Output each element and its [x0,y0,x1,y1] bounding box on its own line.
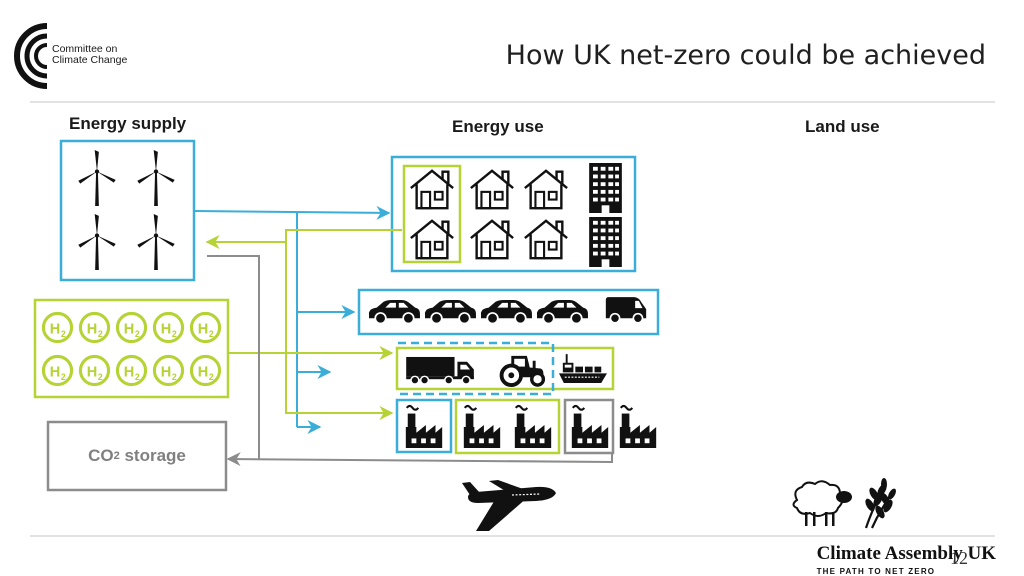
cars-box [357,288,660,336]
electricity-flows [193,205,391,434]
ship-icon [559,353,607,384]
van-icon [604,296,648,324]
logo-text: Committee on Climate Change [52,44,127,66]
logo-line-2: Climate Change [52,54,128,66]
hydrogen-icon [41,354,74,387]
page-number: 12 [950,548,968,568]
factory-icon [404,404,444,448]
hydrogen-icon [115,354,148,387]
airplane-icon [462,480,556,531]
house-icon [523,169,569,210]
wind-power-box [59,139,196,282]
house-icon [409,169,455,210]
factory-icon [618,404,658,448]
factory-icon [462,404,502,448]
wheat-icon [864,478,896,529]
brand-tagline: THE PATH TO NET ZERO [816,567,936,576]
house-icon [469,219,515,260]
hydrogen-icons [41,311,222,387]
wind-turbine-icon [137,214,175,270]
co2-suffix: storage [119,446,186,465]
hydrogen-flows [205,229,402,420]
factory-icon [513,404,553,448]
hydrogen-icon [189,311,222,344]
house-icon [523,219,569,260]
logo-line-1: Committee on [52,43,118,55]
heavy-transport-box [395,346,615,391]
industry-ccs-box [563,398,615,455]
truck-icon [405,356,475,385]
wind-turbine-icon [78,150,116,206]
energy-supply-heading: Energy supply [69,114,187,133]
co2-subscript: 2 [113,450,120,462]
co2-flows [207,255,613,467]
hydrogen-icon [115,311,148,344]
industry-electric-box [395,398,453,454]
sheep-icon [792,480,852,526]
co2-storage-box [46,420,228,492]
car-icon [480,299,533,324]
ccc-logo-icon [14,23,48,89]
car-icon [536,299,589,324]
climate-assembly-brand: Climate Assembly UK THE PATH TO NET ZERO [817,543,996,576]
car-icon [424,299,477,324]
house-icon [409,219,455,260]
hydrogen-icon [189,354,222,387]
tractor-icon [499,353,546,387]
car-icon [368,299,421,324]
wind-turbine-icon [78,214,116,270]
hydrogen-box [33,298,230,399]
industry-hydrogen-box [454,398,561,455]
energy-use-heading: Energy use [452,117,544,136]
factory-icon [570,404,610,448]
buildings-box [390,155,637,273]
wind-turbine-icon [137,150,175,206]
brand-name: Climate Assembly UK [816,543,996,564]
page-title: How UK net-zero could be achieved [505,40,986,71]
hydrogen-icon [152,354,185,387]
hydrogen-icon [152,311,185,344]
land-use-heading: Land use [805,117,880,136]
hydrogen-icon [41,311,74,344]
co2-prefix: CO [88,446,114,465]
hydrogen-icon [78,354,111,387]
office-building-icon [589,163,622,213]
hydrogen-icon [78,311,111,344]
office-building-icon [589,217,622,267]
hydrogen-homes-box [402,164,462,264]
house-icon [469,169,515,210]
